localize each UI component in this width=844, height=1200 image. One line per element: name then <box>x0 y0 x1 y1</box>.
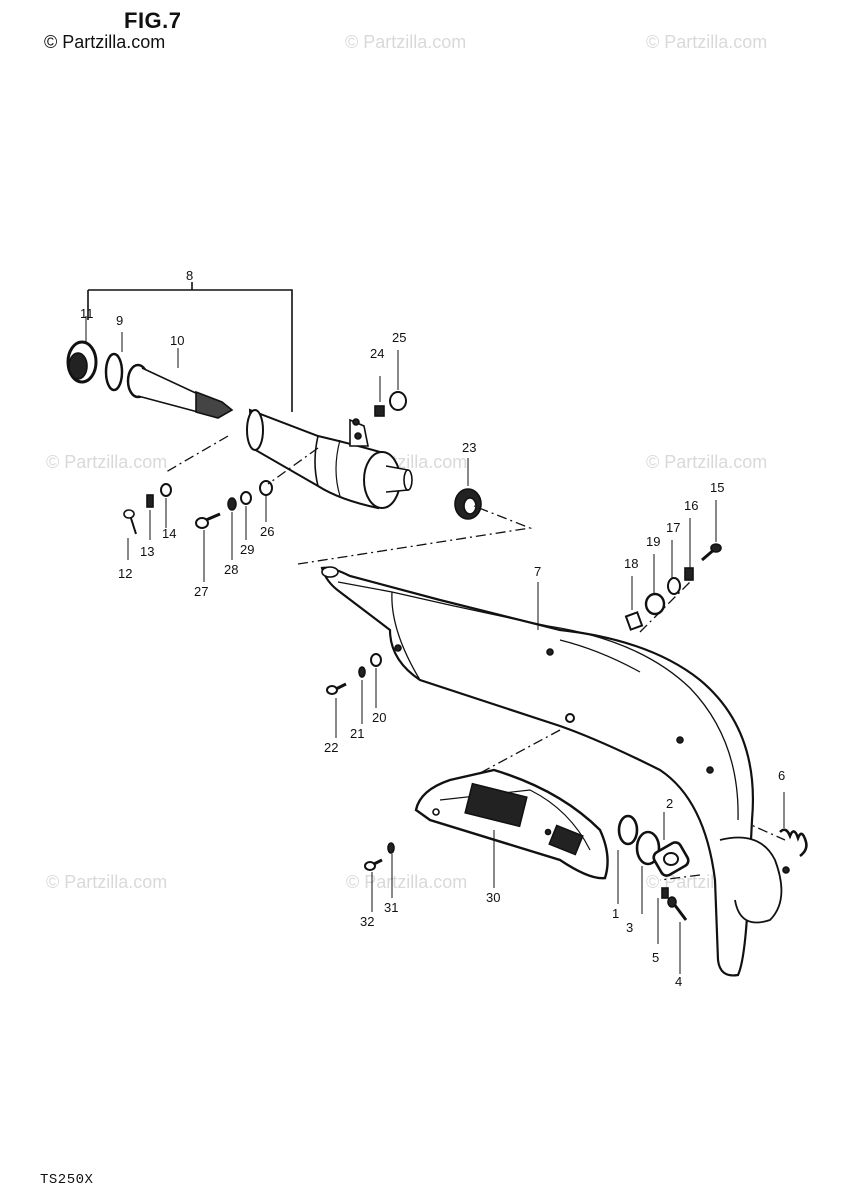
callout-label: 25 <box>392 330 406 345</box>
group-bracket-8 <box>87 282 293 412</box>
callout-label: 2 <box>666 796 673 811</box>
part-oring <box>104 352 124 392</box>
watermark: © Partzilla.com <box>346 872 468 892</box>
part-exhaust-pipe <box>320 566 790 977</box>
callout-label: 17 <box>666 520 680 535</box>
part-washer-14 <box>160 483 172 497</box>
callout-label: 29 <box>240 542 254 557</box>
part-washer-28 <box>227 497 237 511</box>
watermark: © Partzilla.com <box>646 452 768 472</box>
part-bushing-18 <box>624 611 644 631</box>
callout-label: 12 <box>118 566 132 581</box>
callout-leaders <box>85 316 785 974</box>
part-washer-26 <box>259 480 273 496</box>
part-inner-pipe <box>126 363 234 419</box>
part-washer-31 <box>387 842 395 854</box>
callout-label: 20 <box>372 710 386 725</box>
part-bolt-27 <box>195 512 221 529</box>
part-bolt-4 <box>667 896 688 921</box>
model-code: TS250X <box>40 1172 94 1188</box>
callout-label: 4 <box>675 974 682 989</box>
part-end-cap <box>66 340 98 384</box>
callout-label: 28 <box>224 562 238 577</box>
part-grommet <box>454 488 482 520</box>
callout-label: 3 <box>626 920 633 935</box>
callout-label: 5 <box>652 950 659 965</box>
callout-label: 11 <box>80 306 94 321</box>
part-washer-13 <box>146 494 154 508</box>
part-washer-20 <box>370 653 382 667</box>
part-spring <box>779 828 808 858</box>
callout-label: 10 <box>170 333 184 348</box>
watermark: © Partzilla.com <box>46 452 168 472</box>
part-washer-17 <box>667 577 681 595</box>
callout-label: 9 <box>116 313 123 328</box>
callout-label: 7 <box>534 564 541 579</box>
part-muffler <box>246 408 413 510</box>
callout-label: 26 <box>260 524 274 539</box>
part-washer-16 <box>684 567 694 581</box>
callout-label: 24 <box>370 346 384 361</box>
part-bolt-22 <box>326 682 347 695</box>
part-collar <box>389 391 407 411</box>
part-bolt-12 <box>123 509 137 535</box>
callout-label: 16 <box>684 498 698 513</box>
callout-label: 13 <box>140 544 154 559</box>
callout-label: 31 <box>384 900 398 915</box>
part-bolt-15 <box>701 543 722 562</box>
figure-label: FIG.7 <box>124 8 182 33</box>
callout-label: 15 <box>710 480 724 495</box>
callout-label: 19 <box>646 534 660 549</box>
part-heat-shield <box>414 768 609 880</box>
callout-label: 1 <box>612 906 619 921</box>
callout-label: 14 <box>162 526 176 541</box>
callout-label: 8 <box>186 268 193 283</box>
callout-label: 27 <box>194 584 208 599</box>
part-flange-2 <box>652 841 690 877</box>
callout-label: 23 <box>462 440 476 455</box>
callout-label: 21 <box>350 726 364 741</box>
callout-label: 18 <box>624 556 638 571</box>
watermark: © Partzilla.com <box>345 32 467 52</box>
callout-label: 30 <box>486 890 500 905</box>
callout-label: 32 <box>360 914 374 929</box>
part-nut <box>374 405 385 417</box>
callout-label: 6 <box>778 768 785 783</box>
callout-label: 22 <box>324 740 338 755</box>
part-washer-5 <box>661 887 669 899</box>
part-rubber-19 <box>644 592 666 616</box>
watermark: © Partzilla.com <box>46 872 168 892</box>
part-washer-29 <box>240 491 252 505</box>
copyright-text: © Partzilla.com <box>44 32 166 52</box>
part-gasket-3 <box>635 830 661 866</box>
part-bolt-32 <box>364 858 383 871</box>
watermark: © Partzilla.com <box>646 32 768 52</box>
part-gasket-1 <box>617 814 639 846</box>
part-washer-21 <box>358 666 366 678</box>
